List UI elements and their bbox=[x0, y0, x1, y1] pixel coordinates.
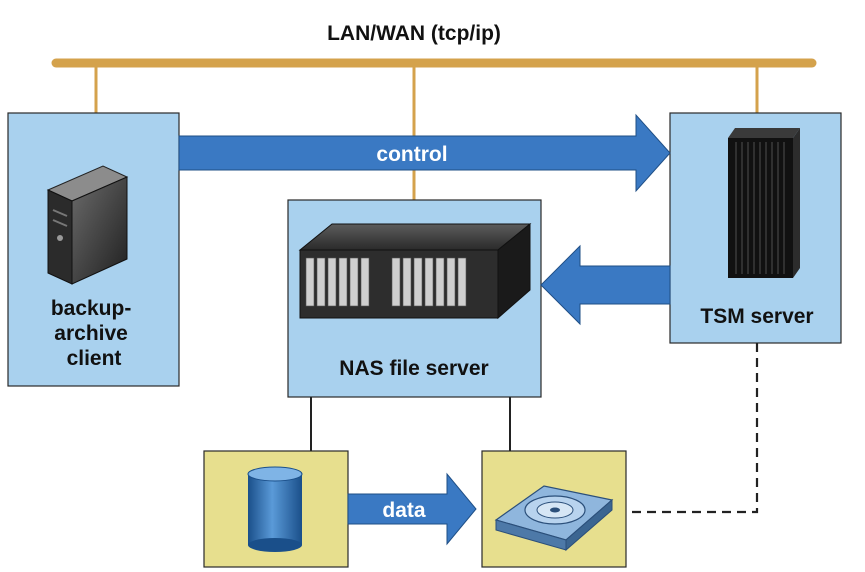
disk-storage-box bbox=[203, 450, 349, 568]
lan-bus bbox=[51, 58, 817, 200]
nas-device-icon bbox=[298, 222, 532, 320]
client-label-line3: client bbox=[67, 347, 122, 370]
disk-cylinder-icon bbox=[247, 466, 303, 552]
client-label-line2: archive bbox=[54, 322, 128, 345]
lan-label: LAN/WAN (tcp/ip) bbox=[327, 22, 501, 45]
tsm-to-nas-arrow bbox=[540, 244, 671, 326]
computer-icon bbox=[46, 165, 129, 285]
tsm-tape-dashed-link bbox=[626, 343, 759, 514]
client-label-line1: backup- bbox=[51, 297, 132, 320]
tsm-label: TSM server bbox=[700, 305, 813, 328]
tsm-box: TSM server bbox=[669, 112, 842, 344]
nas-label: NAS file server bbox=[339, 357, 488, 380]
nas-box: NAS file server bbox=[287, 199, 542, 398]
tape-storage-box bbox=[481, 450, 627, 568]
control-arrow: control bbox=[178, 113, 671, 193]
nas-storage-connectors bbox=[310, 397, 511, 451]
client-box: backup- archive client bbox=[7, 112, 180, 387]
control-label: control bbox=[376, 143, 447, 166]
tape-drive-icon bbox=[494, 485, 614, 552]
data-label: data bbox=[382, 499, 426, 522]
svg-text:backup- archive cl: backup- archive client bbox=[51, 297, 137, 370]
data-arrow: data bbox=[347, 472, 477, 546]
server-rack-icon bbox=[728, 128, 800, 278]
